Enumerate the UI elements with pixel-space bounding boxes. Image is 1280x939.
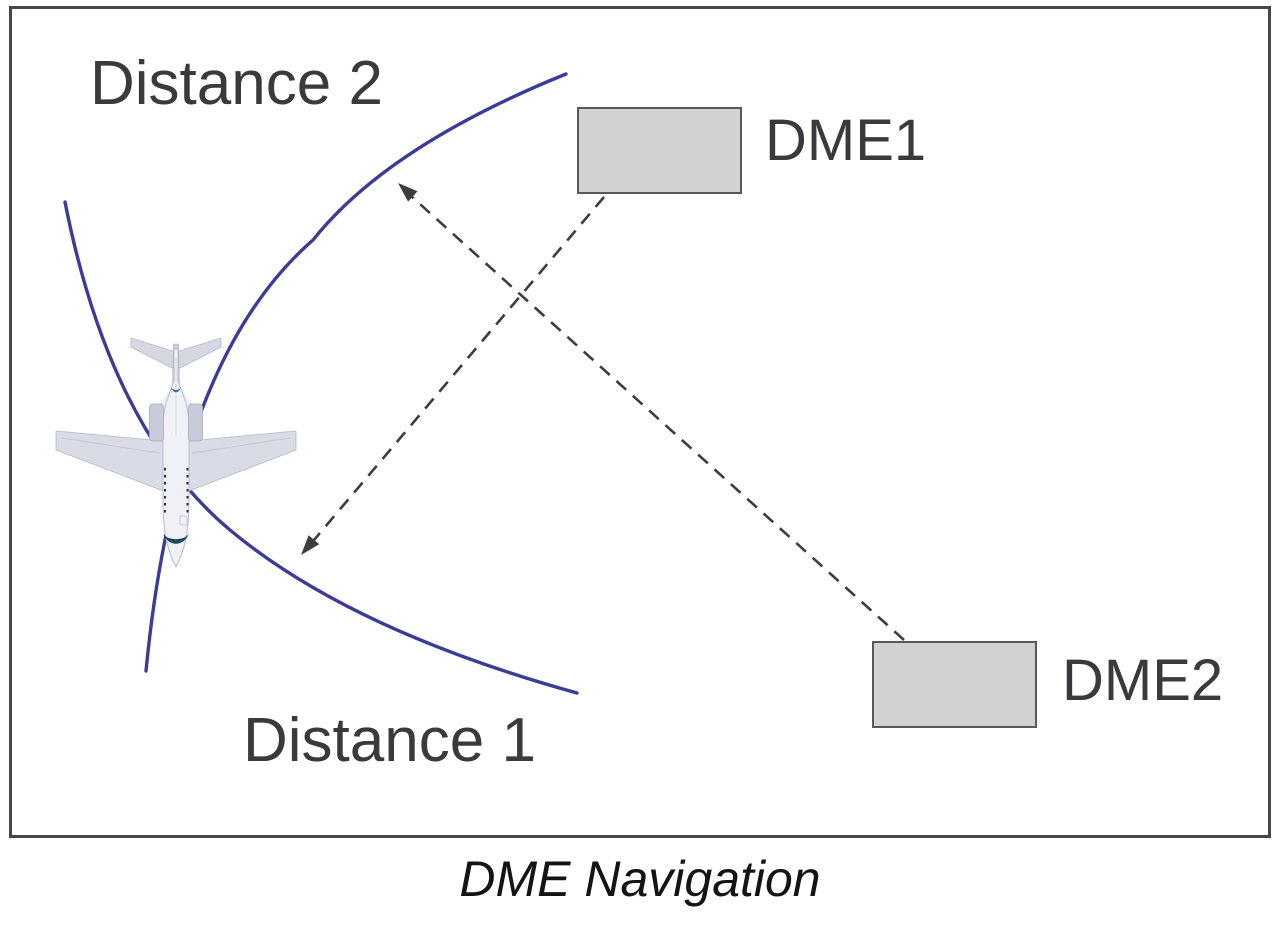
airplane-icon [55,337,297,569]
figure-caption: DME Navigation [459,851,821,907]
distance-1-arc [63,200,579,695]
dme1-station-box [577,107,742,194]
dme2-station-box [872,641,1037,728]
dme1-station-label: DME1 [765,108,927,173]
dme2-station-label: DME2 [1062,648,1224,713]
dme2-range-arrowhead-icon [398,183,418,202]
dme1-range-arrowhead-icon [301,535,320,555]
figure-frame [9,6,1271,838]
distance-2-label: Distance 2 [90,49,383,118]
dme1-range-dashed-line [313,196,605,541]
dme2-range-dashed-line [410,195,905,641]
distance-1-label: Distance 1 [243,706,536,775]
distance-2-arc [144,72,568,673]
